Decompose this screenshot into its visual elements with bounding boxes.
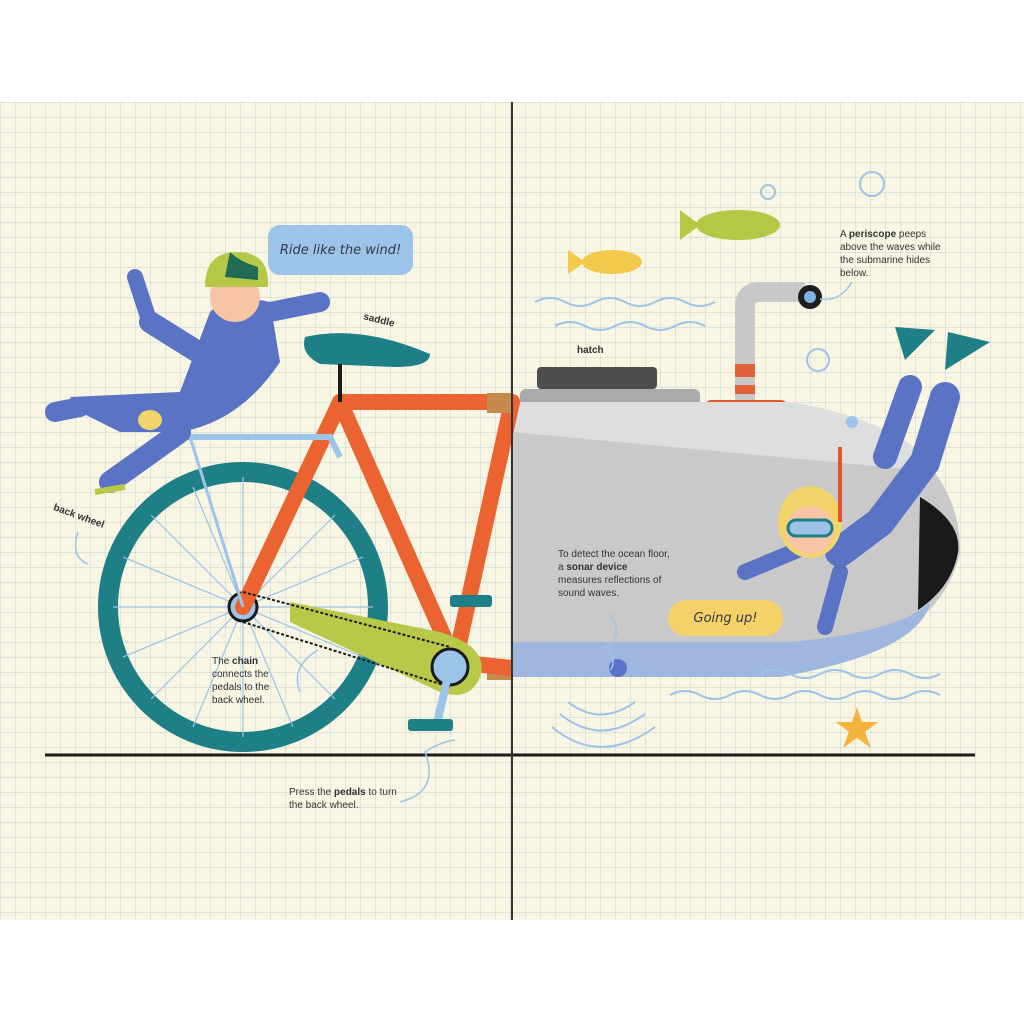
periscope-pipe: [735, 282, 805, 422]
chain: [242, 591, 451, 688]
hatch-top: [537, 367, 657, 389]
speech-ride-text: Ride like the wind!: [279, 242, 402, 258]
caption-sonar: To detect the ocean floor, a sonar devic…: [558, 549, 670, 599]
submarine: [512, 282, 960, 748]
submarine-nose: [918, 497, 959, 610]
speech-bubble-ride: Ride like the wind!: [268, 225, 413, 275]
bubbles: [760, 171, 885, 428]
starfish: [836, 707, 878, 748]
down-tube: [447, 394, 520, 670]
crank: [433, 666, 454, 725]
caption-periscope: A periscope peeps above the waves while …: [840, 229, 941, 279]
speech-bubble-going-up: Going up!: [668, 600, 783, 636]
water-lines: [534, 297, 941, 700]
yellow-fish: [568, 250, 642, 274]
flipper: [945, 332, 990, 370]
page-gutter: [511, 102, 513, 920]
label-hatch: hatch: [577, 345, 604, 356]
saddle: [304, 333, 430, 367]
book-spread: Ride like the wind! Going up! saddle bac…: [0, 102, 1024, 920]
pointer-arrows: [74, 281, 853, 803]
back-wheel: [98, 462, 388, 752]
green-fish: [680, 210, 780, 240]
pedal: [408, 719, 453, 731]
rear-rack: [175, 434, 343, 459]
seat-tube: [332, 394, 463, 670]
submarine-hull: [512, 402, 960, 677]
flipper: [895, 327, 935, 360]
bicycle: [98, 333, 520, 752]
caption-pedals: Press the pedals to turn the back wheel.: [289, 787, 397, 811]
diver: [737, 327, 990, 635]
speech-going-up-text: Going up!: [693, 610, 758, 626]
rider: [45, 252, 330, 495]
caption-chain: The chain connects the pedals to the bac…: [212, 656, 270, 706]
illustration: [45, 171, 990, 803]
